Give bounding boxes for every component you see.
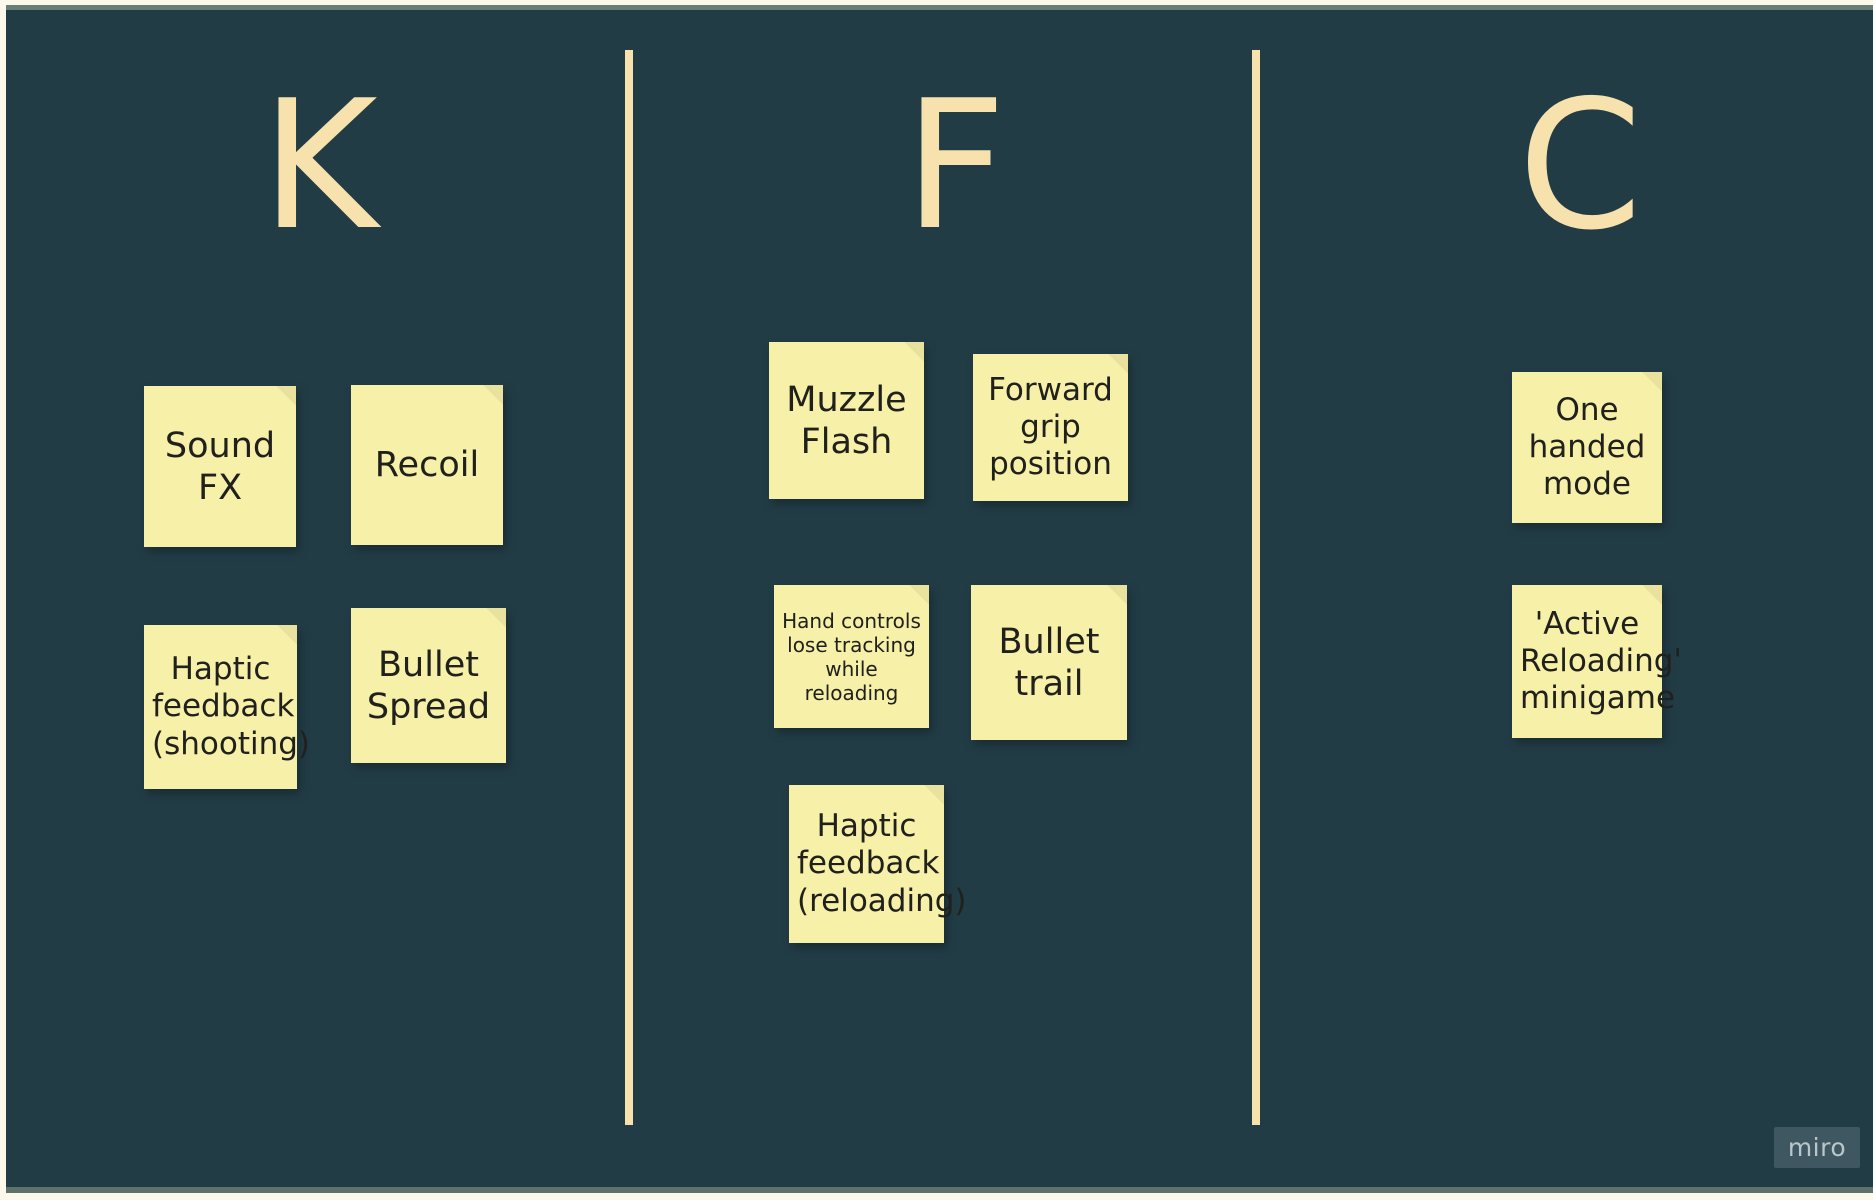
column-divider-1 [625,50,633,1125]
miro-board-canvas[interactable]: K F C Sound FX Recoil Haptic feedback (s… [6,5,1873,1193]
sticky-note-haptic-feedback-shooting[interactable]: Haptic feedback (shooting) [144,625,311,789]
miro-watermark: miro [1774,1127,1860,1168]
sticky-note-bullet-spread[interactable]: Bullet Spread [351,608,506,763]
sticky-note-text: Hand controls lose tracking while reload… [782,608,921,705]
board-top-edge [6,5,1873,10]
sticky-note-text: Forward grip position [988,371,1113,483]
column-header-k: K [261,62,378,269]
sticky-note-text: Recoil [374,445,480,485]
column-header-c: C [1518,62,1643,269]
sticky-note-active-reloading-minigame[interactable]: 'Active Reloading' minigame [1512,585,1682,738]
board-bottom-edge [6,1187,1873,1193]
sticky-note-hand-controls-lose-tracking[interactable]: Hand controls lose tracking while reload… [774,585,929,728]
column-header-f: F [904,62,1007,269]
sticky-note-text: Bullet trail [998,621,1100,704]
column-divider-2 [1252,50,1260,1125]
sticky-note-text: 'Active Reloading' minigame [1520,605,1682,717]
sticky-note-muzzle-flash[interactable]: Muzzle Flash [769,342,924,499]
sticky-note-one-handed-mode[interactable]: One handed mode [1512,372,1662,523]
sticky-note-text: Bullet Spread [366,644,491,727]
sticky-note-text: Haptic feedback (shooting) [152,651,311,762]
sticky-note-text: One handed mode [1528,391,1646,503]
sticky-note-bullet-trail[interactable]: Bullet trail [971,585,1127,740]
sticky-note-text: Sound FX [164,425,276,508]
sticky-note-forward-grip-position[interactable]: Forward grip position [973,354,1128,501]
sticky-note-recoil[interactable]: Recoil [351,385,503,545]
sticky-note-sound-fx[interactable]: Sound FX [144,386,296,547]
sticky-note-haptic-feedback-reloading[interactable]: Haptic feedback (reloading) [789,785,967,943]
miro-watermark-label: miro [1787,1133,1847,1162]
sticky-note-text: Muzzle Flash [786,379,907,462]
sticky-note-text: Haptic feedback (reloading) [797,808,967,919]
